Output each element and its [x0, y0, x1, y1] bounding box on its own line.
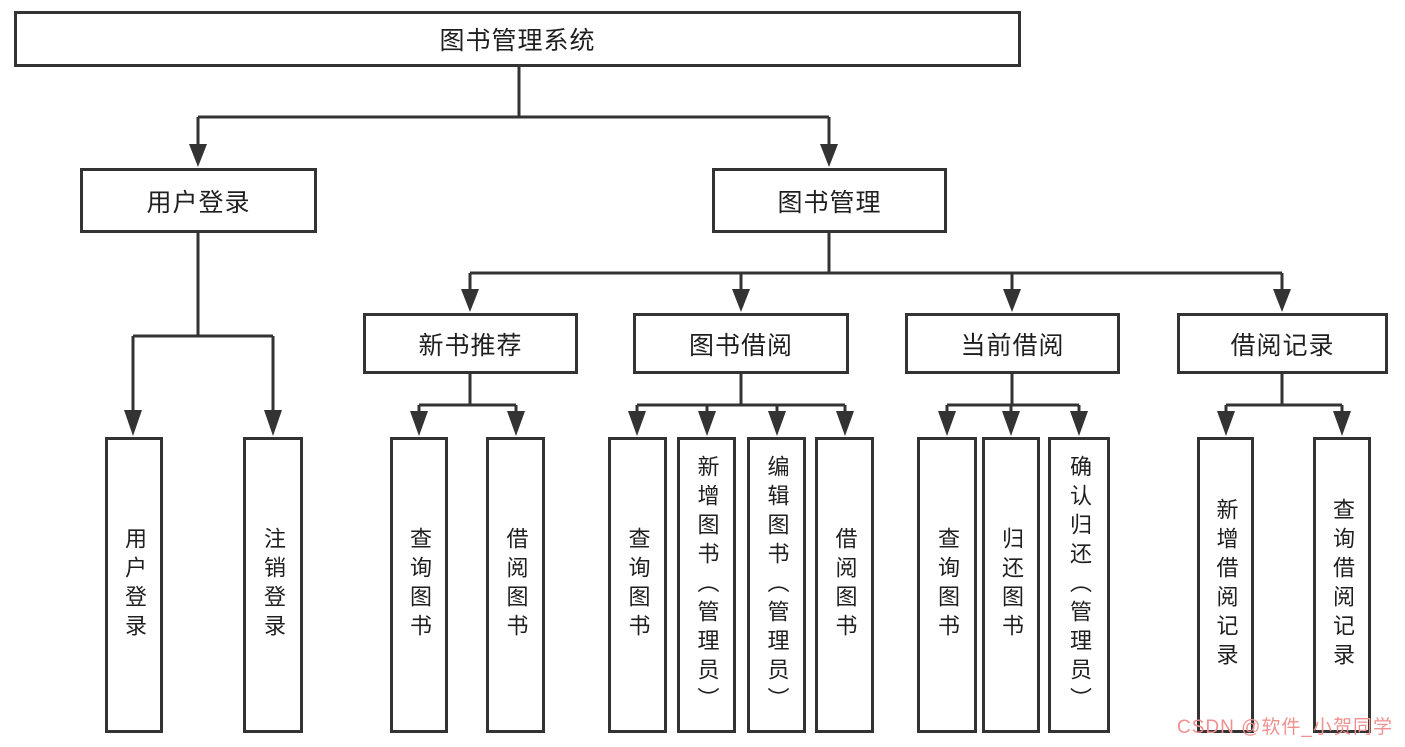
leaf-add-books-admin: 新增图书（管理员）: [677, 437, 736, 733]
leaf-query-books-borrow: 查询图书: [608, 437, 667, 733]
node-user-login: 用户登录: [80, 168, 317, 233]
leaf-user-login-label: 用户登录: [122, 527, 147, 643]
leaf-query-books-borrow-label: 查询图书: [625, 527, 651, 643]
leaf-add-borrow-record-label: 新增借阅记录: [1213, 498, 1239, 672]
leaf-query-books-current: 查询图书: [917, 437, 977, 733]
leaf-edit-books-admin: 编辑图书（管理员）: [747, 437, 806, 733]
node-root: 图书管理系统: [14, 11, 1021, 67]
leaf-add-books-admin-label: 新增图书（管理员）: [694, 454, 720, 716]
leaf-edit-books-admin-label: 编辑图书（管理员）: [764, 454, 790, 716]
leaf-logout-label: 注销登录: [261, 527, 286, 643]
leaf-logout: 注销登录: [243, 437, 303, 733]
leaf-query-books-recommend-label: 查询图书: [407, 527, 432, 643]
node-new-book-recommendation: 新书推荐: [363, 313, 578, 374]
leaf-return-books: 归还图书: [982, 437, 1040, 733]
leaf-user-login: 用户登录: [105, 437, 163, 733]
leaf-borrow-books-recommend-label: 借阅图书: [503, 527, 529, 643]
node-current-borrowing: 当前借阅: [905, 313, 1120, 374]
leaf-query-books-current-label: 查询图书: [935, 527, 960, 643]
leaf-add-borrow-record: 新增借阅记录: [1197, 437, 1254, 733]
node-borrowing-records: 借阅记录: [1177, 313, 1388, 374]
watermark: CSDN @软件_小贺同学: [1177, 717, 1393, 738]
leaf-return-books-label: 归还图书: [999, 527, 1024, 643]
leaf-borrow-books: 借阅图书: [815, 437, 874, 733]
leaf-query-books-recommend: 查询图书: [390, 437, 448, 733]
leaf-confirm-return-admin: 确认归还（管理员）: [1048, 437, 1110, 733]
leaf-confirm-return-admin-label: 确认归还（管理员）: [1067, 454, 1092, 716]
node-book-borrowing: 图书借阅: [633, 313, 849, 374]
leaf-query-borrow-record: 查询借阅记录: [1313, 437, 1371, 733]
leaf-query-borrow-record-label: 查询借阅记录: [1330, 498, 1355, 672]
node-book-management: 图书管理: [712, 168, 947, 233]
leaf-borrow-books-recommend: 借阅图书: [486, 437, 545, 733]
leaf-borrow-books-label: 借阅图书: [832, 527, 858, 643]
